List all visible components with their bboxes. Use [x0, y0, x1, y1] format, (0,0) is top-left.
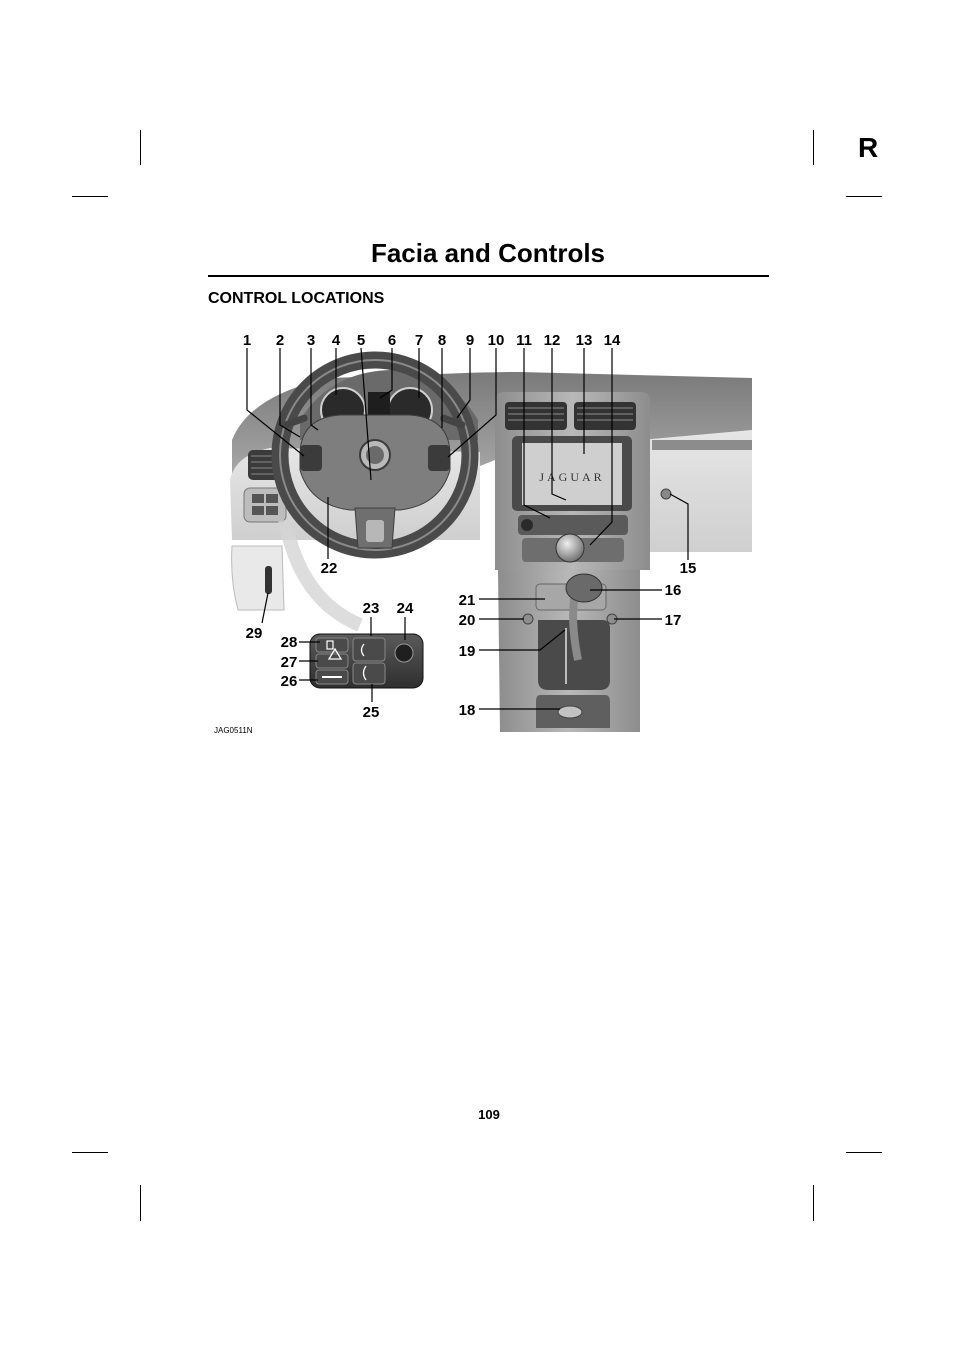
centre-vent-right: [574, 402, 636, 430]
callout-19: 19: [459, 643, 476, 660]
callout-6: 6: [388, 332, 396, 349]
callout-7: 7: [415, 332, 423, 349]
climate-dial: [555, 533, 585, 563]
section-heading: CONTROL LOCATIONS: [208, 290, 385, 307]
right-stalk: [440, 414, 466, 429]
callout-12: 12: [544, 332, 561, 349]
callout-2: 2: [276, 332, 284, 349]
callout-leader-lines: [246, 347, 689, 710]
callout-24: 24: [397, 600, 414, 617]
crop-mark-top-right-horizontal: [846, 196, 882, 197]
callout-1: 1: [243, 332, 251, 349]
crop-mark-top-left-horizontal: [72, 196, 108, 197]
callout-28: 28: [281, 634, 298, 651]
callout-13: 13: [576, 332, 593, 349]
callout-26: 26: [281, 673, 298, 690]
centre-vent-left: [505, 402, 567, 430]
cubby-latch: [557, 705, 583, 719]
callout-29: 29: [246, 625, 263, 642]
crop-mark-top-right-vertical: [813, 130, 814, 165]
callout-5: 5: [357, 332, 365, 349]
callout-11: 11: [516, 332, 532, 349]
callout-18: 18: [459, 702, 476, 719]
crop-mark-bottom-right-vertical: [813, 1185, 814, 1221]
gear-knob: [565, 573, 603, 603]
callout-15: 15: [680, 560, 697, 577]
crop-mark-top-left-vertical: [140, 130, 141, 165]
lower-column-trim: [231, 545, 285, 611]
callout-16: 16: [665, 582, 682, 599]
callout-10: 10: [488, 332, 505, 349]
chapter-tab-letter: R: [858, 132, 879, 163]
page-title: Facia and Controls: [370, 238, 606, 268]
right-steering-switches: [428, 445, 450, 471]
callout-numbers: 1 2 3 4 5 6 7 8 9 10 11 12 13 14 15 16 1…: [243, 332, 697, 721]
crop-mark-bottom-right-horizontal: [846, 1152, 882, 1153]
light-control-dial: [394, 643, 414, 663]
touch-screen: [522, 443, 622, 505]
bonnet-release-handle: [265, 566, 272, 594]
front-fog-switch: [352, 637, 386, 662]
glovebox-release: [660, 488, 672, 500]
callout-23: 23: [363, 600, 380, 617]
dashboard-right-trim: [640, 430, 752, 552]
callout-3: 3: [307, 332, 315, 349]
page-number: 109: [478, 1107, 500, 1122]
callout-8: 8: [438, 332, 446, 349]
inset-pointer-sweep: [278, 518, 363, 632]
callout-17: 17: [665, 612, 682, 629]
fuel-flap-switch: [315, 637, 349, 653]
audio-controls: [518, 515, 628, 535]
rear-fog-switch: [352, 662, 386, 685]
callout-4: 4: [332, 332, 341, 349]
screen-brand-text: JAGUAR: [539, 470, 604, 484]
callout-20: 20: [459, 612, 476, 629]
left-stalk: [282, 414, 308, 429]
figure-reference-code: JAG0511N: [214, 726, 253, 735]
left-steering-switches: [300, 445, 322, 471]
callout-14: 14: [604, 332, 621, 349]
hazard-switch: [315, 653, 349, 669]
crop-mark-bottom-left-horizontal: [72, 1152, 108, 1153]
title-rule: [208, 275, 769, 277]
callout-25: 25: [363, 704, 380, 721]
callout-9: 9: [466, 332, 474, 349]
right-dash-panel: [652, 440, 752, 450]
callout-21: 21: [459, 592, 476, 609]
left-console-button: [522, 613, 534, 625]
message-centre: [368, 392, 390, 420]
crop-mark-bottom-left-vertical: [140, 1185, 141, 1221]
callout-27: 27: [281, 654, 298, 671]
callout-22: 22: [321, 560, 338, 577]
gear-lever: [569, 594, 582, 661]
